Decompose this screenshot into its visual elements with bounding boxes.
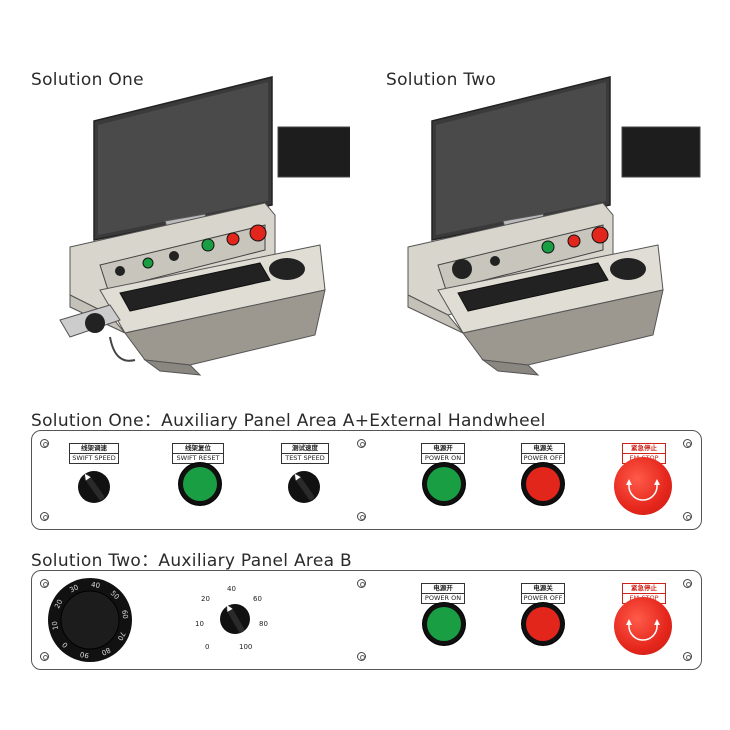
solution-two-heading: Solution Two (386, 70, 497, 90)
screw-icon (683, 439, 692, 448)
pot-scale-label: 60 (253, 595, 262, 603)
screw-icon (683, 652, 692, 661)
power-on-button-a[interactable] (423, 463, 465, 505)
panel-a-title: Solution One：Auxiliary Panel Area A+Exte… (31, 411, 546, 431)
screw-icon (40, 652, 49, 661)
screw-icon (40, 579, 49, 588)
screw-icon (683, 579, 692, 588)
power-off-button-a[interactable] (522, 463, 564, 505)
rotate-release-arrow-icon (626, 479, 660, 501)
test-speed-selector-switch[interactable] (286, 469, 322, 505)
handwheel-dial[interactable]: 0 10 20 30 40 50 60 70 80 90 (47, 577, 133, 663)
screw-icon (683, 512, 692, 521)
screw-icon (357, 579, 366, 588)
pot-scale-label: 100 (239, 643, 253, 651)
potentiometer-knob-group: 0 10 20 40 60 80 100 (195, 585, 277, 663)
swift-reset-button[interactable] (179, 463, 221, 505)
dial-number: 30 (68, 583, 80, 594)
solution-one-console-illustration (59, 76, 350, 376)
screw-icon (40, 439, 49, 448)
screw-icon (357, 512, 366, 521)
pot-scale-label: 0 (205, 643, 210, 651)
speed-potentiometer-knob[interactable] (217, 601, 253, 637)
dial-number: 10 (51, 620, 60, 630)
screw-icon (357, 652, 366, 661)
dial-number: 0 (61, 640, 70, 649)
swift-speed-selector-switch[interactable] (76, 469, 112, 505)
dial-number: 90 (79, 650, 89, 659)
pot-scale-label: 20 (201, 595, 210, 603)
panel-b-title: Solution Two：Auxiliary Panel Area B (31, 551, 352, 571)
solution-two-console-illustration (407, 76, 701, 376)
auxiliary-panel-b: 0 10 20 30 40 50 60 70 80 90 0 10 20 40 60 80 100… (31, 570, 702, 670)
pot-scale-label: 10 (195, 620, 204, 628)
dial-number: 60 (120, 609, 129, 619)
rotate-release-arrow-icon (626, 619, 660, 641)
dial-number: 80 (100, 646, 112, 657)
dial-number: 50 (109, 589, 121, 601)
dial-number: 20 (53, 598, 64, 610)
pot-scale-label: 40 (227, 585, 236, 593)
screw-icon (357, 439, 366, 448)
dial-number: 70 (116, 630, 127, 642)
screw-icon (40, 512, 49, 521)
solution-one-heading: Solution One (31, 70, 144, 90)
dial-number: 40 (90, 581, 100, 590)
emergency-stop-button-b[interactable] (614, 597, 672, 655)
pot-scale-label: 80 (259, 620, 268, 628)
power-on-button-b[interactable] (423, 603, 465, 645)
emergency-stop-button-a[interactable] (614, 457, 672, 515)
power-off-button-b[interactable] (522, 603, 564, 645)
